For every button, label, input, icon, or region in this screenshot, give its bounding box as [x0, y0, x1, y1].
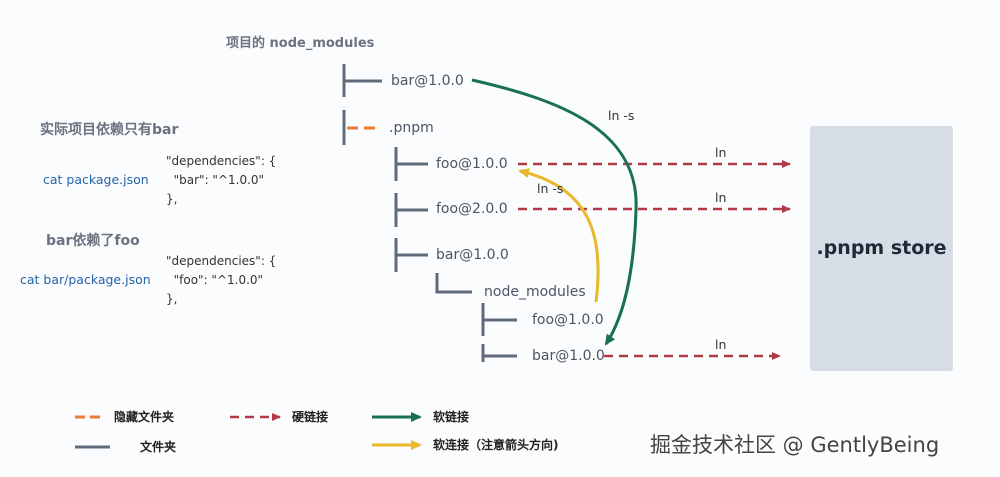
- project-heading: 实际项目依赖只有bar: [40, 122, 179, 138]
- legend-hidden-folder: 隐藏文件夹: [114, 410, 175, 424]
- node-node-modules: node_modules: [484, 284, 586, 300]
- pnpm-store: .pnpm store: [810, 126, 953, 371]
- node-pnpm: .pnpm: [389, 120, 434, 136]
- label-ln-1: ln: [715, 145, 727, 160]
- bar-json-line-1: "dependencies": {: [166, 254, 277, 268]
- node-foo1: foo@1.0.0: [436, 156, 508, 172]
- soft-link-yellow: [518, 168, 600, 303]
- label-ln-2: ln: [715, 190, 727, 205]
- node-foo2: foo@2.0.0: [436, 201, 508, 217]
- project-json-line-3: },: [166, 192, 178, 206]
- soft-link-green: [471, 78, 638, 346]
- folder-line-node-modules: [435, 273, 472, 294]
- bar-cmd: cat bar/package.json: [20, 272, 151, 287]
- node-root-bar: bar@1.0.0: [391, 73, 464, 89]
- tree-lines: [342, 64, 517, 362]
- legend-soft-link-note: 软连接（注意箭头方向): [433, 438, 559, 452]
- diagram-title: 项目的 node_modules: [226, 36, 375, 51]
- legend-folder: 文件夹: [140, 440, 177, 454]
- project-json-line-2: "bar": "^1.0.0": [166, 173, 265, 187]
- folder-line-nested-bar: [481, 344, 517, 362]
- label-ln-s-mid: ln -s: [537, 181, 564, 196]
- project-cmd: cat package.json: [43, 172, 149, 187]
- folder-line-nested-foo: [481, 303, 517, 336]
- bar-json-line-2: "foo": "^1.0.0": [166, 273, 264, 287]
- node-nested-foo: foo@1.0.0: [532, 312, 604, 328]
- legend-hard-link: 硬链接: [292, 410, 329, 424]
- bar-json-line-3: },: [166, 292, 178, 306]
- node-nested-bar: bar@1.0.0: [532, 348, 605, 364]
- label-ln-s-top: ln -s: [608, 108, 635, 123]
- watermark: 掘金技术社区 @ GentlyBeing: [650, 433, 940, 457]
- legend-soft-link: 软链接: [433, 410, 470, 424]
- folder-line-root-bar: [342, 64, 382, 97]
- bar-heading: bar依赖了foo: [46, 233, 140, 249]
- node-bar: bar@1.0.0: [436, 247, 509, 263]
- folder-line-bar: [394, 238, 428, 272]
- label-ln-3: ln: [715, 337, 727, 352]
- pnpm-store-label: .pnpm store: [816, 237, 947, 259]
- project-json-line-1: "dependencies": {: [166, 154, 277, 168]
- folder-line-foo2: [394, 193, 428, 227]
- folder-line-foo1: [394, 147, 428, 181]
